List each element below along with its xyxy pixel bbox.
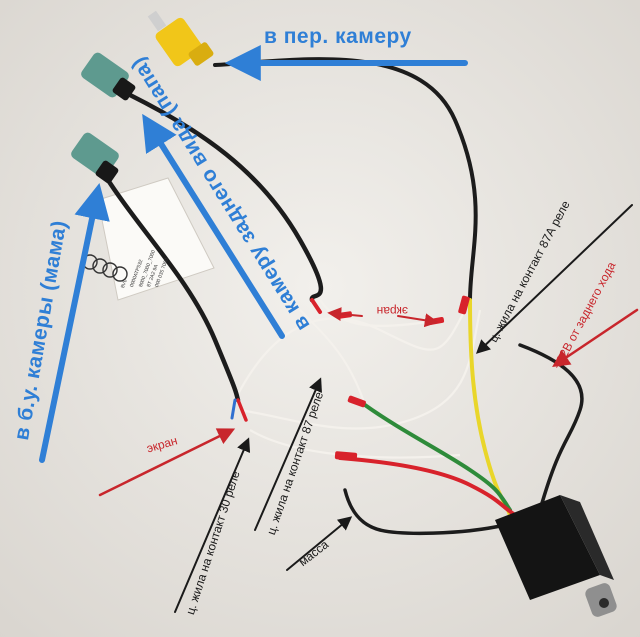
used-camera-cable <box>105 177 241 403</box>
ground-wire <box>343 488 507 536</box>
arrow-screen-right <box>397 313 439 328</box>
rca-connector <box>147 10 214 67</box>
arrow-relay-30 <box>174 437 251 613</box>
arrow-ground <box>286 516 353 571</box>
label-rear-camera: в пер. камеру <box>264 25 412 48</box>
arrow-screen-left <box>327 307 363 322</box>
arrow-used-camera <box>39 182 110 463</box>
annotation-arrows <box>39 45 639 613</box>
colored-wires <box>230 298 517 517</box>
green-wire <box>363 403 512 512</box>
fakra-connector-male <box>81 52 136 101</box>
arrow-relay-87a <box>475 204 633 354</box>
red-wire <box>338 456 517 517</box>
label-screen-center: экран <box>376 304 408 318</box>
arrow-rear-view-camera <box>142 113 285 339</box>
arrow-screen-bottom <box>98 428 236 497</box>
arrow-plus12v <box>552 308 639 367</box>
rca-cable <box>213 57 478 302</box>
fakra-connector-female <box>71 132 119 184</box>
arrow-relay-87 <box>254 377 322 531</box>
relay <box>495 495 617 617</box>
rear-camera-cable <box>127 92 324 303</box>
black-cables <box>105 57 584 536</box>
